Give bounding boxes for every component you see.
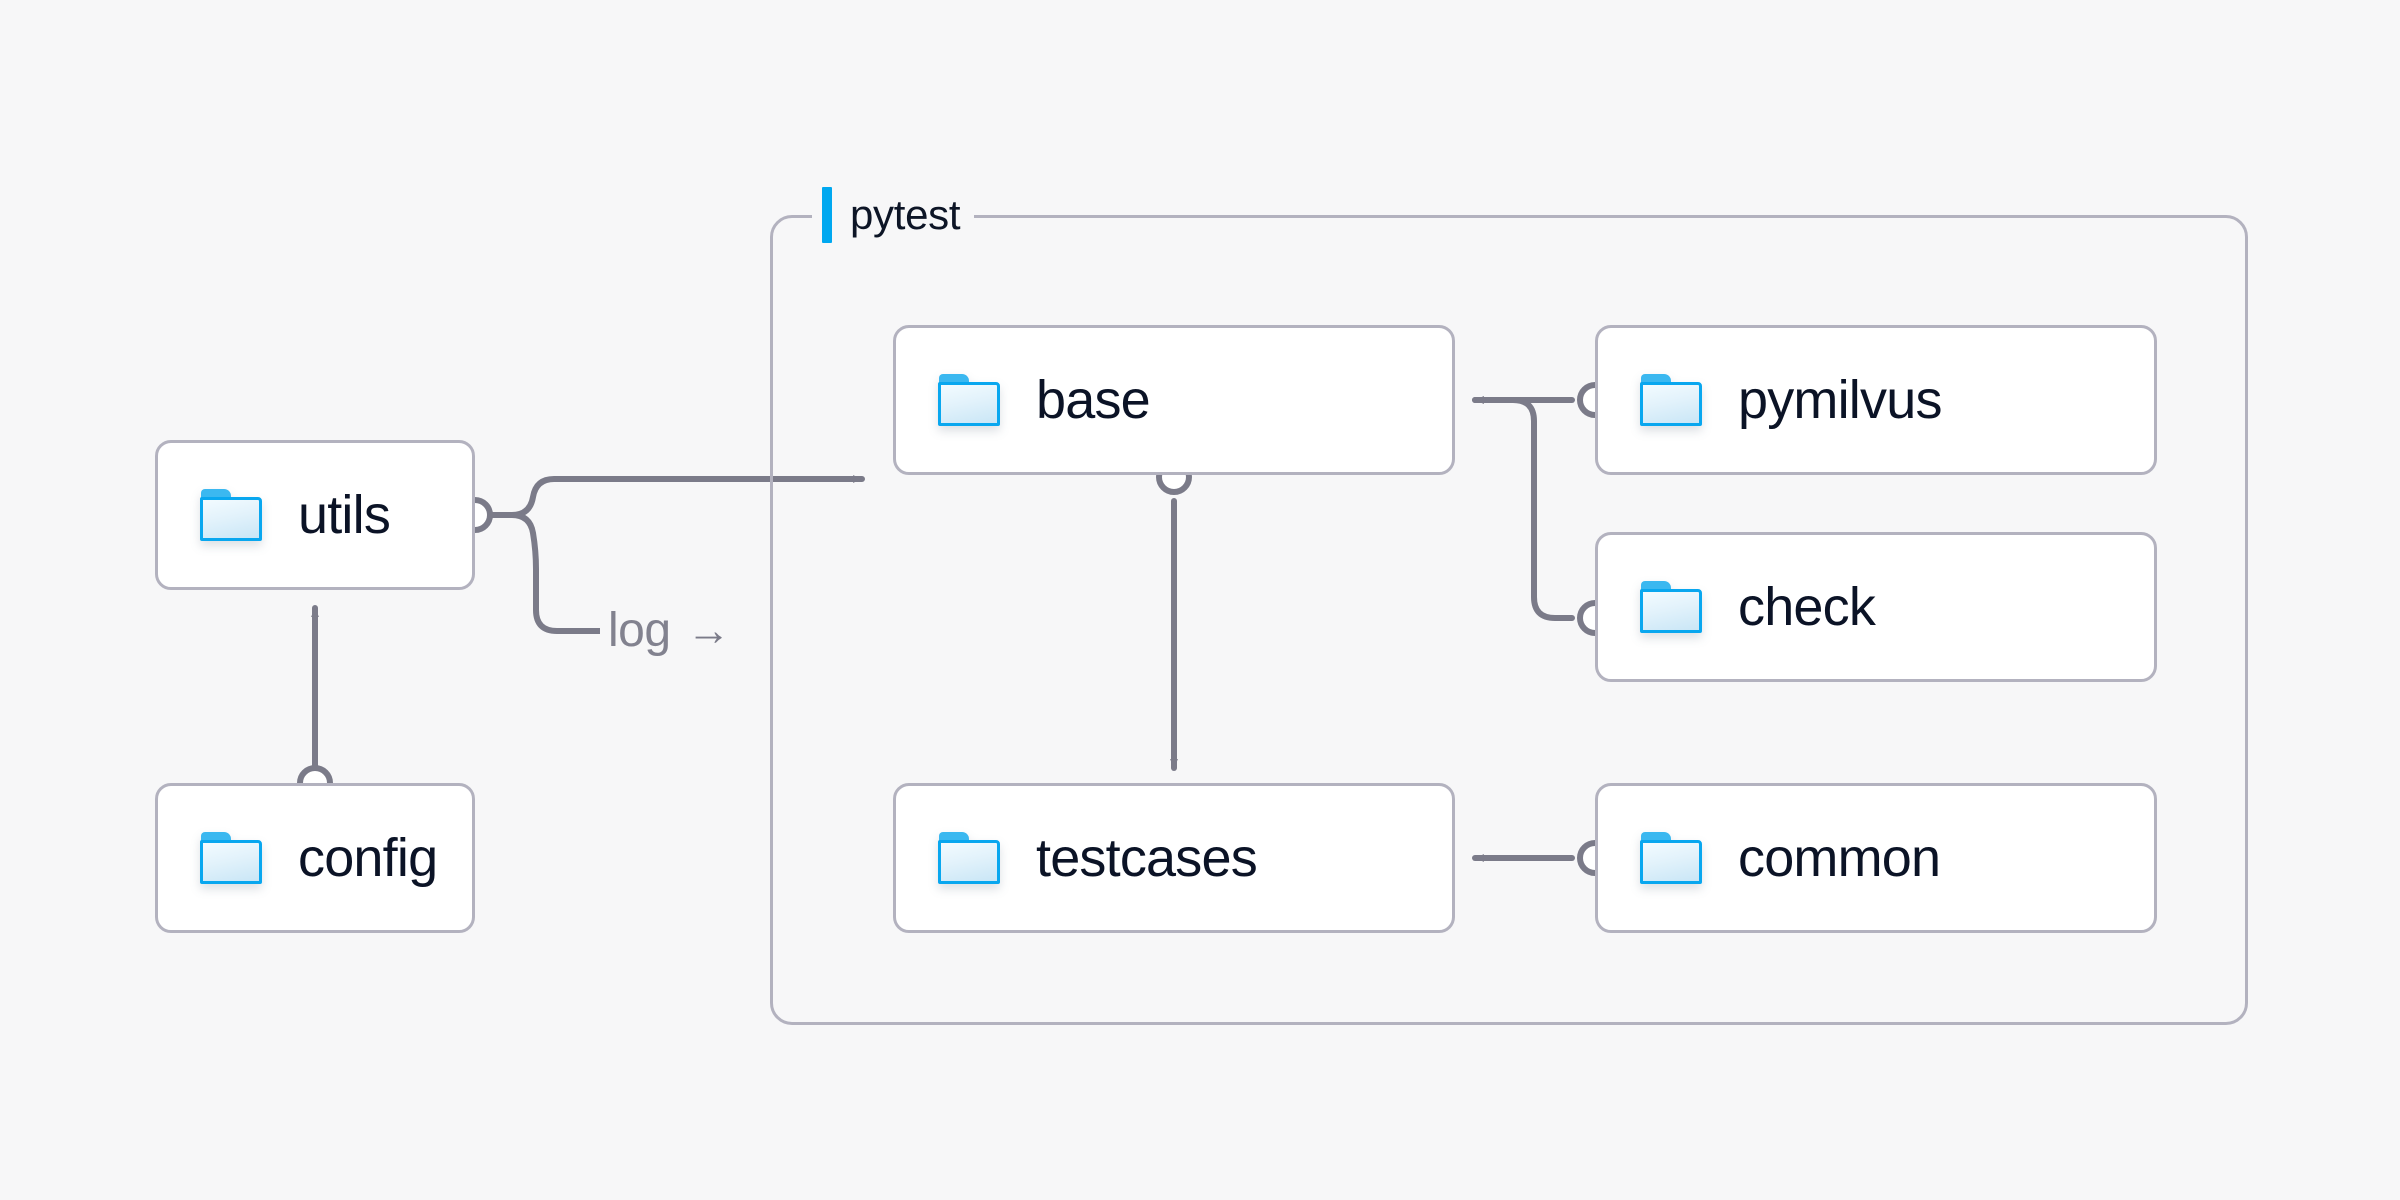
edge-label-log-text: log — [608, 604, 671, 657]
folder-icon — [1640, 832, 1702, 884]
edge-label-log: log → — [600, 601, 739, 661]
folder-icon — [200, 489, 262, 541]
node-base[interactable]: base — [893, 325, 1455, 475]
folder-icon — [938, 374, 1000, 426]
node-pymilvus[interactable]: pymilvus — [1595, 325, 2157, 475]
group-accent-bar — [822, 187, 832, 243]
folder-icon — [200, 832, 262, 884]
node-config[interactable]: config — [155, 783, 475, 933]
node-testcases[interactable]: testcases — [893, 783, 1455, 933]
group-pytest-label: pytest — [812, 187, 975, 243]
node-pymilvus-label: pymilvus — [1738, 370, 1942, 430]
group-pytest-title: pytest — [850, 191, 961, 238]
node-check[interactable]: check — [1595, 532, 2157, 682]
node-utils-label: utils — [298, 485, 391, 545]
folder-icon — [938, 832, 1000, 884]
folder-icon — [1640, 581, 1702, 633]
node-config-label: config — [298, 828, 438, 888]
arrow-right-icon: → — [686, 606, 731, 655]
node-check-label: check — [1738, 577, 1876, 637]
edge-utils-log — [472, 512, 603, 634]
node-base-label: base — [1036, 370, 1151, 430]
group-pytest — [770, 215, 2248, 1025]
folder-icon — [1640, 374, 1702, 426]
node-common[interactable]: common — [1595, 783, 2157, 933]
node-testcases-label: testcases — [1036, 828, 1258, 888]
node-utils[interactable]: utils — [155, 440, 475, 590]
node-common-label: common — [1738, 828, 1941, 888]
